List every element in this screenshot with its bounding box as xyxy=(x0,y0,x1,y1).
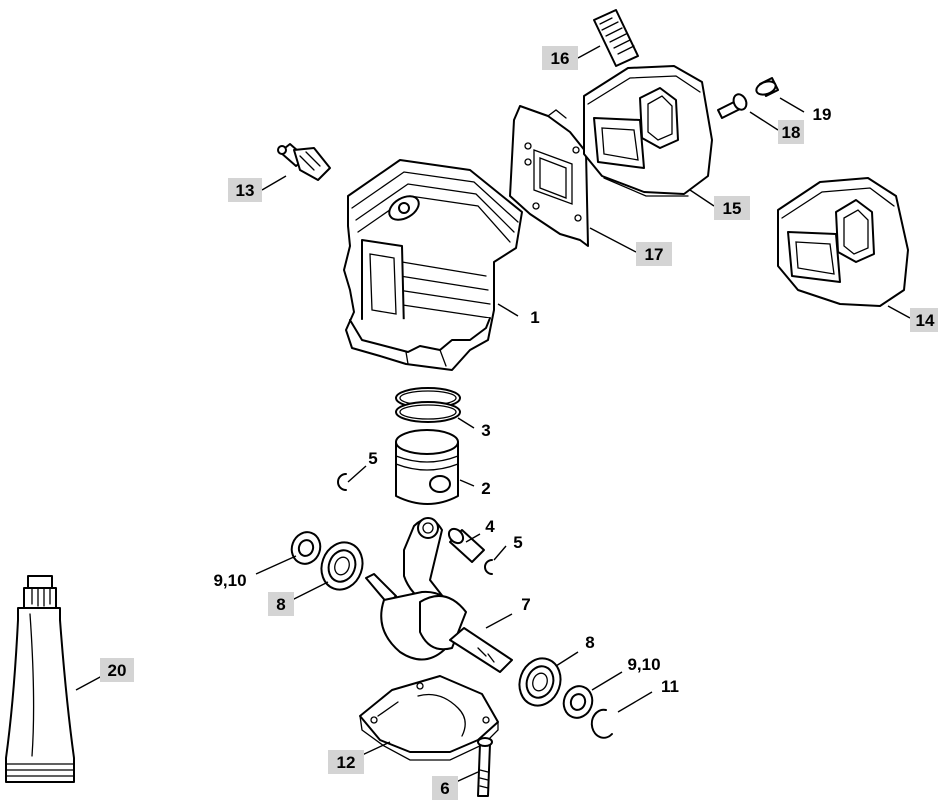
svg-text:9,10: 9,10 xyxy=(627,655,660,674)
ball-bearing-right xyxy=(518,657,562,707)
circlip-5-lower xyxy=(484,559,493,575)
svg-text:3: 3 xyxy=(481,421,490,440)
oil-seal-right xyxy=(562,685,594,719)
callout-9-10-right: 9,10 xyxy=(627,655,660,674)
cylinder xyxy=(343,159,523,371)
svg-text:2: 2 xyxy=(481,479,490,498)
svg-text:19: 19 xyxy=(813,105,832,124)
muffler-gasket xyxy=(509,105,589,247)
piston xyxy=(395,429,459,505)
callout-15: 15 xyxy=(714,196,750,220)
crankshaft xyxy=(365,517,513,673)
svg-text:13: 13 xyxy=(236,181,255,200)
callout-7: 7 xyxy=(521,595,530,614)
svg-text:4: 4 xyxy=(485,517,495,536)
callout-18: 18 xyxy=(778,120,804,144)
svg-text:8: 8 xyxy=(276,595,285,614)
svg-text:7: 7 xyxy=(521,595,530,614)
callout-6: 6 xyxy=(432,776,458,800)
callout-5-upper: 5 xyxy=(368,449,377,468)
callout-3: 3 xyxy=(481,421,490,440)
bolt xyxy=(477,737,493,797)
svg-text:5: 5 xyxy=(513,533,522,552)
piston-pin xyxy=(447,527,485,563)
svg-text:14: 14 xyxy=(916,311,935,330)
callout-4: 4 xyxy=(485,517,495,536)
piston-rings xyxy=(395,387,461,423)
svg-text:20: 20 xyxy=(108,661,127,680)
crankcase xyxy=(359,675,499,761)
muffler-14 xyxy=(777,177,909,307)
svg-text:1: 1 xyxy=(530,308,539,327)
nut-19 xyxy=(755,77,779,97)
oil-seal-left xyxy=(290,531,322,565)
grease-tube xyxy=(5,575,75,783)
callout-14: 14 xyxy=(910,308,938,332)
callout-8-left: 8 xyxy=(268,592,294,616)
svg-text:6: 6 xyxy=(440,779,449,798)
callout-17: 17 xyxy=(636,242,672,266)
spark-plug xyxy=(277,143,331,181)
svg-text:15: 15 xyxy=(723,199,742,218)
screw-18 xyxy=(717,93,748,119)
svg-text:11: 11 xyxy=(661,677,679,696)
callout-12: 12 xyxy=(328,750,364,774)
callout-1: 1 xyxy=(530,308,539,327)
svg-text:16: 16 xyxy=(551,49,570,68)
callout-9-10-left: 9,10 xyxy=(213,571,246,590)
callout-11: 11 xyxy=(661,677,679,696)
callout-20: 20 xyxy=(100,658,134,682)
svg-text:18: 18 xyxy=(782,123,801,142)
callout-13: 13 xyxy=(228,178,262,202)
leader-lines xyxy=(75,45,911,783)
circlip-5-upper xyxy=(337,473,347,491)
svg-text:17: 17 xyxy=(645,245,664,264)
ball-bearing-left xyxy=(320,541,364,591)
muffler-15 xyxy=(583,65,713,197)
snap-ring xyxy=(590,708,613,739)
callout-8-right: 8 xyxy=(585,633,594,652)
label-plate xyxy=(593,9,639,67)
svg-text:8: 8 xyxy=(585,633,594,652)
svg-text:12: 12 xyxy=(337,753,356,772)
callout-2: 2 xyxy=(481,479,490,498)
callout-19: 19 xyxy=(813,105,832,124)
callout-16: 16 xyxy=(542,46,578,70)
callout-5-lower: 5 xyxy=(513,533,522,552)
svg-text:5: 5 xyxy=(368,449,377,468)
svg-text:9,10: 9,10 xyxy=(213,571,246,590)
